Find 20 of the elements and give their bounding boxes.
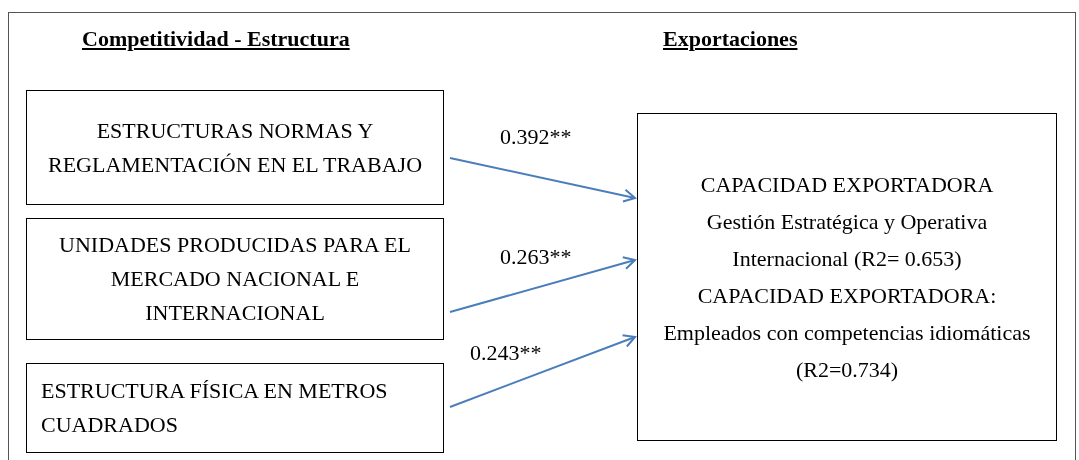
text-box [637, 113, 1057, 441]
column-heading: Exportaciones [663, 26, 798, 52]
arrow [449, 256, 636, 313]
box-text: (R2=0.734) [794, 356, 900, 384]
box-text: ESTRUCTURAS NORMAS Y REGLAMENTACIÓN EN EL TRABAJO [46, 116, 424, 179]
box-text: CAPACIDAD EXPORTADORA: [696, 282, 998, 310]
box-text: UNIDADES PRODUCIDAS PARA EL MERCADO NACIONAL E INTERNACIONAL [58, 231, 412, 327]
edge-label: 0.263** [500, 244, 572, 270]
edge-label: 0.243** [470, 340, 542, 366]
box-text: CAPACIDAD EXPORTADORA [699, 171, 995, 199]
box-text: Empleados con competencias idiomáticas [662, 319, 1032, 347]
box-text: Gestión Estratégica y Operativa Internacional (R2= 0.653) [705, 208, 989, 273]
arrow [449, 157, 636, 203]
column-heading: Competitividad - Estructura [82, 26, 350, 52]
arrow [449, 334, 636, 408]
text-box [26, 363, 444, 453]
text-box [26, 90, 444, 205]
edge-label: 0.392** [500, 124, 572, 150]
box-text: ESTRUCTURA FÍSICA EN METROS CUADRADOS [41, 377, 389, 439]
text-box [26, 218, 444, 340]
